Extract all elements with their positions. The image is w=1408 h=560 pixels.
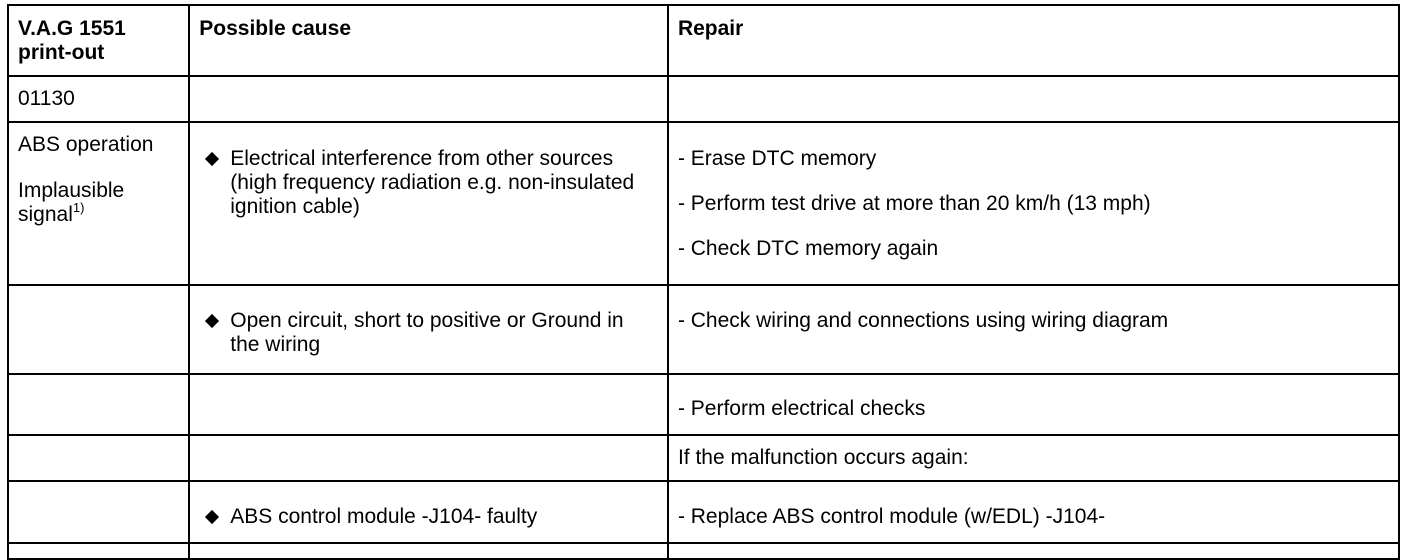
- empty-cell: [188, 373, 669, 436]
- diamond-bullet-icon: [205, 151, 220, 167]
- table-row: Open circuit, short to positive or Groun…: [6, 284, 1401, 375]
- repair-cell: - Erase DTC memory - Perform test drive …: [666, 121, 1401, 286]
- footnote-marker: 1): [72, 200, 85, 215]
- printout-cell: ABS operation Implausible signal1): [6, 121, 191, 286]
- empty-cell: [188, 542, 669, 560]
- repair-step: - Perform electrical checks: [666, 373, 1401, 436]
- table-row: If the malfunction occurs again:: [6, 434, 1401, 482]
- header-printout: V.A.G 1551 print-out: [6, 4, 191, 77]
- repair-step: - Check wiring and connections using wir…: [666, 284, 1401, 375]
- table-row: 01130: [6, 75, 1401, 123]
- cause-item: Open circuit, short to positive or Groun…: [199, 309, 657, 357]
- diagnostic-table: V.A.G 1551 print-out Possible cause Repa…: [6, 4, 1401, 560]
- fault-code: 01130: [6, 75, 191, 123]
- header-possible-cause: Possible cause: [188, 4, 669, 77]
- empty-cell: [6, 480, 191, 544]
- table-row: ABS operation Implausible signal1) Elect…: [6, 121, 1401, 286]
- cause-text: ABS control module -J104- faulty: [230, 505, 538, 528]
- cause-text: Open circuit, short to positive or Groun…: [230, 309, 624, 356]
- repair-step: - Perform test drive at more than 20 km/…: [677, 192, 1151, 215]
- diamond-bullet-icon: [205, 313, 220, 329]
- repair-step: - Erase DTC memory: [677, 147, 877, 170]
- empty-cell: [6, 373, 191, 436]
- spacer: [18, 157, 178, 179]
- empty-cell: [6, 434, 191, 482]
- empty-cell: [188, 75, 669, 123]
- cause-cell: ABS control module -J104- faulty: [188, 480, 669, 544]
- repair-note: If the malfunction occurs again:: [666, 434, 1401, 482]
- cause-cell: Electrical interference from other sourc…: [188, 121, 669, 286]
- empty-cell: [6, 542, 191, 560]
- cause-item: Electrical interference from other sourc…: [199, 147, 657, 219]
- cause-text: Electrical interference from other sourc…: [230, 147, 635, 218]
- printout-text-implausible-signal: Implausible signal: [18, 179, 125, 226]
- table-row: [6, 542, 1401, 560]
- empty-cell: [666, 75, 1401, 123]
- cause-item: ABS control module -J104- faulty: [199, 505, 657, 529]
- empty-cell: [666, 542, 1401, 560]
- cause-cell: Open circuit, short to positive or Groun…: [188, 284, 669, 375]
- header-repair: Repair: [666, 4, 1401, 77]
- printout-text-abs-operation: ABS operation: [18, 133, 154, 156]
- repair-step: - Check DTC memory again: [677, 237, 939, 260]
- repair-step: - Replace ABS control module (w/EDL) -J1…: [666, 480, 1401, 544]
- table-header-row: V.A.G 1551 print-out Possible cause Repa…: [6, 4, 1401, 77]
- empty-cell: [6, 284, 191, 375]
- empty-cell: [188, 434, 669, 482]
- diamond-bullet-icon: [205, 509, 220, 525]
- table-row: ABS control module -J104- faulty - Repla…: [6, 480, 1401, 544]
- table-row: - Perform electrical checks: [6, 373, 1401, 436]
